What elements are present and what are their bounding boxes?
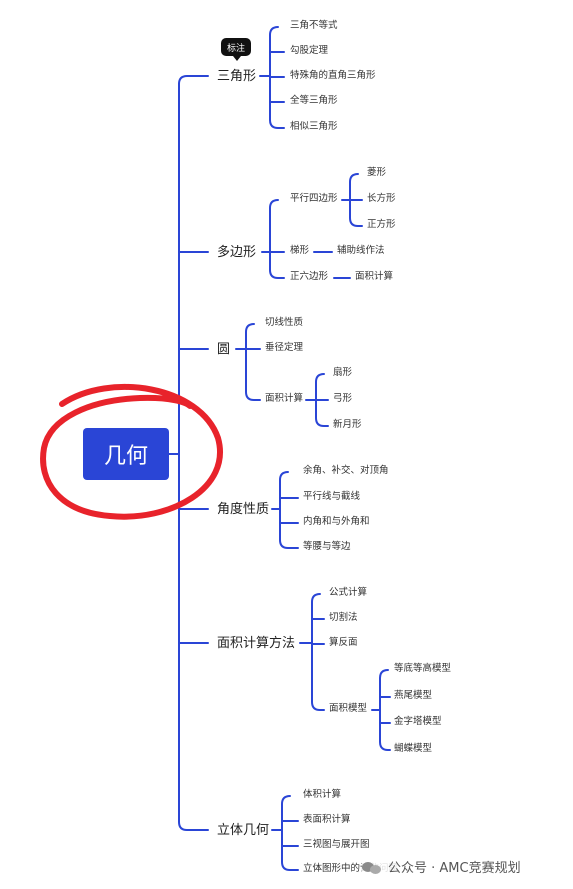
topic-node[interactable]: 公式计算 bbox=[329, 587, 368, 598]
topic-node[interactable]: 三视图与展开图 bbox=[303, 839, 370, 850]
topic-node[interactable]: 垂径定理 bbox=[265, 342, 304, 353]
subtopic-node[interactable]: 燕尾模型 bbox=[394, 690, 433, 701]
topic-node[interactable]: 平行线与截线 bbox=[303, 491, 361, 502]
watermark: 公众号 · AMC竞赛规划 bbox=[362, 857, 521, 876]
topic-node[interactable]: 特殊角的直角三角形 bbox=[290, 70, 376, 81]
subtopic-node[interactable]: 辅助线作法 bbox=[337, 245, 385, 256]
subtopic-node[interactable]: 蝴蝶模型 bbox=[394, 743, 433, 754]
branch-polygon[interactable]: 多边形 bbox=[217, 245, 257, 260]
topic-node[interactable]: 内角和与外角和 bbox=[303, 516, 370, 527]
topic-node[interactable]: 全等三角形 bbox=[290, 95, 338, 106]
topic-node[interactable]: 余角、补交、对顶角 bbox=[303, 465, 389, 476]
topic-node[interactable]: 三角不等式 bbox=[290, 20, 338, 31]
annotation-badge: 标注 bbox=[221, 38, 251, 61]
topic-node[interactable]: 算反面 bbox=[329, 637, 358, 648]
topic-node[interactable]: 立体图形中的计数问题 bbox=[303, 863, 399, 874]
subtopic-node[interactable]: 菱形 bbox=[367, 167, 387, 178]
wechat-icon bbox=[362, 860, 382, 874]
highlight-circle bbox=[40, 384, 223, 520]
topic-node[interactable]: 面积模型 bbox=[329, 703, 368, 714]
topic-node[interactable]: 等腰与等边 bbox=[303, 541, 351, 552]
topic-node[interactable]: 切线性质 bbox=[265, 317, 304, 328]
topic-node[interactable]: 面积计算 bbox=[265, 393, 304, 404]
subtopic-node[interactable]: 弓形 bbox=[333, 393, 353, 404]
topic-node[interactable]: 勾股定理 bbox=[290, 45, 329, 56]
topic-node[interactable]: 相似三角形 bbox=[290, 121, 338, 132]
topic-node[interactable]: 体积计算 bbox=[303, 789, 342, 800]
root-node[interactable]: 几何 bbox=[83, 428, 169, 480]
subtopic-node[interactable]: 新月形 bbox=[333, 419, 362, 430]
subtopic-node[interactable]: 正方形 bbox=[367, 219, 396, 230]
subtopic-node[interactable]: 面积计算 bbox=[355, 271, 394, 282]
topic-node[interactable]: 表面积计算 bbox=[303, 814, 351, 825]
branch-solid-geometry[interactable]: 立体几何 bbox=[217, 823, 270, 838]
branch-area-methods[interactable]: 面积计算方法 bbox=[217, 636, 296, 651]
subtopic-node[interactable]: 金字塔模型 bbox=[394, 716, 442, 727]
branch-circle[interactable]: 圆 bbox=[217, 342, 231, 357]
topic-node[interactable]: 梯形 bbox=[290, 245, 310, 256]
branch-triangle[interactable]: 三角形 bbox=[217, 69, 257, 84]
watermark-text: 公众号 · AMC竞赛规划 bbox=[388, 861, 521, 876]
branch-angle-properties[interactable]: 角度性质 bbox=[217, 502, 270, 517]
topic-node[interactable]: 正六边形 bbox=[290, 271, 329, 282]
topic-node[interactable]: 平行四边形 bbox=[290, 193, 338, 204]
subtopic-node[interactable]: 长方形 bbox=[367, 193, 396, 204]
subtopic-node[interactable]: 扇形 bbox=[333, 367, 353, 378]
topic-node[interactable]: 切割法 bbox=[329, 612, 358, 623]
subtopic-node[interactable]: 等底等高模型 bbox=[394, 663, 452, 674]
